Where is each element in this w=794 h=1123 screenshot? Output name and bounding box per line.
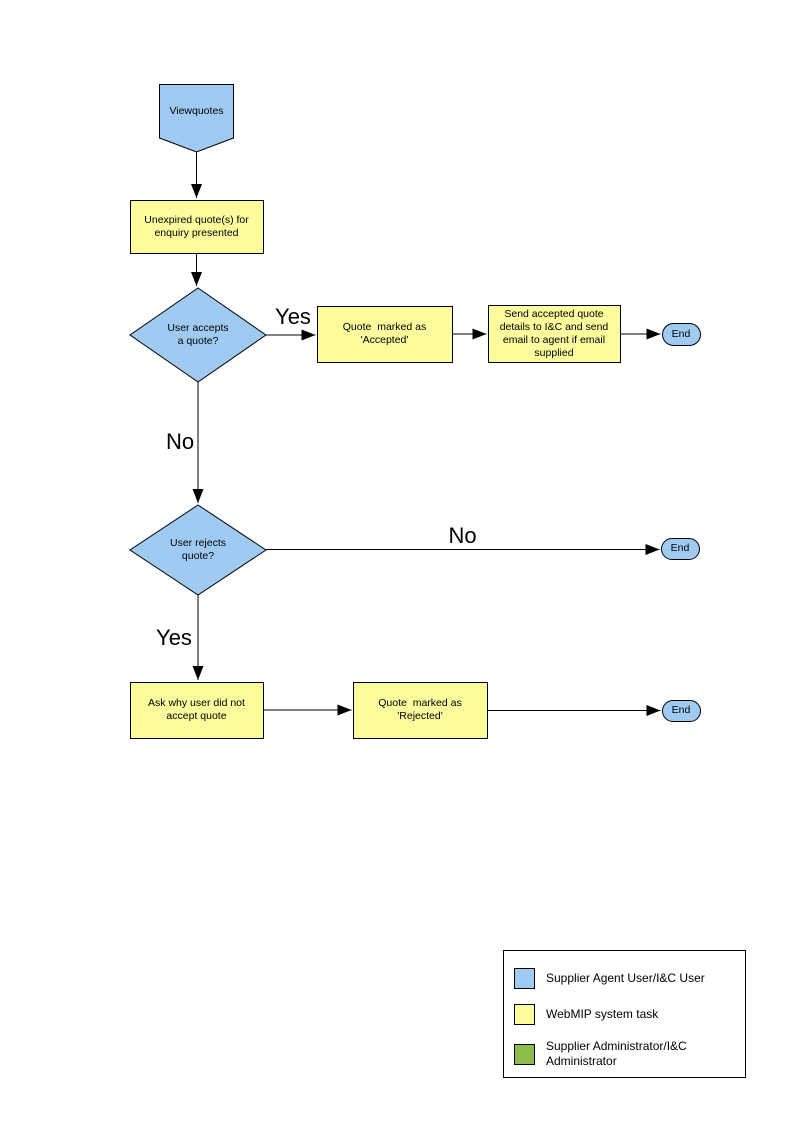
mark-rejected-box — [353, 682, 488, 739]
send-details-box — [488, 305, 621, 363]
end-terminator-accept — [662, 323, 701, 346]
legend-item-label: WebMIP system task — [546, 1007, 659, 1021]
legend-swatch-task-yellow — [514, 1004, 535, 1025]
edge-label-reject-no: No — [448, 523, 477, 548]
legend-swatch-admin-green — [514, 1043, 535, 1065]
legend-item-webmip-task: WebMIP system task — [514, 1004, 658, 1025]
legend-item-label: Supplier Agent User/I&C User — [546, 971, 705, 985]
mark-accepted-box — [317, 306, 453, 363]
reject-decision-diamond — [129, 504, 267, 596]
start-shape — [159, 84, 234, 153]
legend-item-supplier-agent: Supplier Agent User/I&C User — [514, 968, 705, 989]
legend: Supplier Agent User/I&C User WebMIP syst… — [503, 950, 746, 1078]
edge-label-accept-yes: Yes — [275, 304, 311, 329]
ask-why-box — [130, 682, 264, 739]
accept-decision-diamond — [129, 287, 267, 383]
end-terminator-reject — [661, 538, 700, 560]
edge-label-accept-no: No — [165, 429, 195, 454]
legend-swatch-actor-blue — [514, 968, 535, 989]
end-terminator-rejected — [662, 700, 701, 722]
legend-item-label: Supplier Administrator/I&C Administrator — [546, 1039, 687, 1068]
legend-item-supplier-admin: Supplier Administrator/I&C Administrator — [514, 1039, 687, 1069]
edge-label-reject-yes: Yes — [156, 625, 192, 650]
present-quotes-box — [130, 200, 264, 254]
